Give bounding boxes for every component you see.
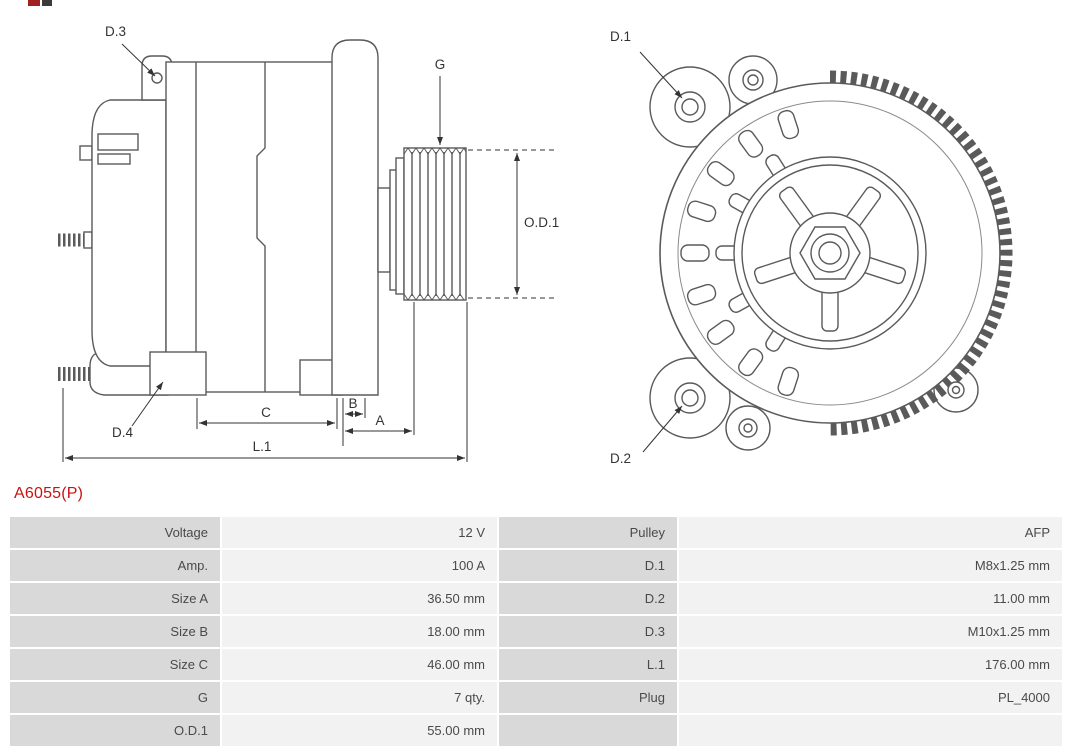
dim-label-d4: D.4 <box>112 425 134 440</box>
side-view <box>58 39 467 396</box>
spec-value: 46.00 mm <box>222 649 497 680</box>
spec-value: 18.00 mm <box>222 616 497 647</box>
logo-fragment-red <box>28 0 40 6</box>
spec-label: Size B <box>10 616 220 647</box>
spec-label: Amp. <box>10 550 220 581</box>
spec-table: Voltage 12 V Pulley AFP Amp. 100 A D.1 M… <box>10 517 1062 746</box>
spec-value: 100 A <box>222 550 497 581</box>
spec-value: 7 qty. <box>222 682 497 713</box>
spec-value: M8x1.25 mm <box>679 550 1062 581</box>
logo-fragment <box>28 0 54 6</box>
spec-label: Size A <box>10 583 220 614</box>
spec-label: G <box>10 682 220 713</box>
spec-label: D.2 <box>499 583 677 614</box>
spec-value: 176.00 mm <box>679 649 1062 680</box>
alternator-technical-drawing: D.3 G O.D.1 D.4 C B A L.1 <box>58 24 1013 466</box>
spec-value: 55.00 mm <box>222 715 497 746</box>
spec-value: PL_4000 <box>679 682 1062 713</box>
dim-label-g: G <box>435 57 446 72</box>
dim-label-l1: L.1 <box>253 439 272 454</box>
spec-label: O.D.1 <box>10 715 220 746</box>
spec-value: 12 V <box>222 517 497 548</box>
logo-fragment-dark <box>42 0 52 6</box>
spec-value: 36.50 mm <box>222 583 497 614</box>
spec-value: AFP <box>679 517 1062 548</box>
dim-label-a: A <box>375 413 384 428</box>
spec-label <box>499 715 677 746</box>
spec-label: D.1 <box>499 550 677 581</box>
rear-view <box>649 55 1013 451</box>
dim-label-od1: O.D.1 <box>524 215 559 230</box>
rear-view-dimensions <box>639 51 683 453</box>
dim-label-d2: D.2 <box>610 451 631 466</box>
dim-label-c: C <box>261 405 271 420</box>
spec-label: Voltage <box>10 517 220 548</box>
part-number: A6055(P) <box>14 485 84 502</box>
spec-label: Plug <box>499 682 677 713</box>
dim-label-d3: D.3 <box>105 24 126 39</box>
spec-value: M10x1.25 mm <box>679 616 1062 647</box>
spec-label: Pulley <box>499 517 677 548</box>
spec-label: L.1 <box>499 649 677 680</box>
dim-label-b: B <box>348 396 357 411</box>
side-view-dimensions <box>62 43 558 462</box>
spec-value: 11.00 mm <box>679 583 1062 614</box>
spec-label: Size C <box>10 649 220 680</box>
spec-value <box>679 715 1062 746</box>
dim-label-d1: D.1 <box>610 29 631 44</box>
spec-label: D.3 <box>499 616 677 647</box>
